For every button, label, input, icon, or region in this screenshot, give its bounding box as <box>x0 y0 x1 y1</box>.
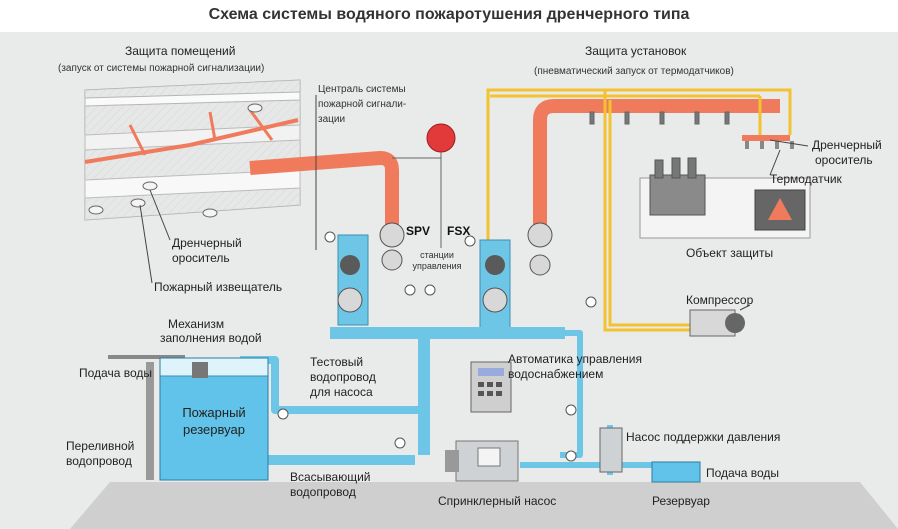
sprinkler-pump-label: Спринклерный насос <box>438 494 557 508</box>
alarm-central-label-2: пожарной сигнали- <box>318 99 407 110</box>
suction-label-2: водопровод <box>290 485 356 499</box>
test-label-3: для насоса <box>310 385 373 399</box>
thermo-label: Термодатчик <box>770 172 842 186</box>
overflow-label-1: Переливной <box>66 439 135 453</box>
automation-label-1: Автоматика управления <box>508 352 642 366</box>
smoke-detector <box>130 198 146 208</box>
room-branch-pipe <box>84 143 191 164</box>
installations-subtitle: (пневматический запуск от термодатчиков) <box>534 66 734 77</box>
diagram-title: Схема системы водяного пожаротушения дре… <box>208 6 690 23</box>
pressure-pump-label: Насос поддержки давления <box>626 430 781 444</box>
red-pipe-rooms <box>249 151 399 235</box>
protected-room <box>84 79 301 221</box>
drencher-left-label-1: Дренчерный <box>172 236 242 250</box>
protected-object <box>639 157 811 239</box>
fill-label-2: заполнения водой <box>160 331 262 345</box>
automation-label-2: водоснабжением <box>508 367 604 381</box>
ground-floor <box>70 482 898 529</box>
detector-label: Пожарный извещатель <box>154 280 283 294</box>
alarm-central-label-3: зации <box>318 114 346 125</box>
pressure-pump <box>599 427 623 473</box>
reservoir-label: Резервуар <box>652 494 710 508</box>
rooms-title: Защита помещений <box>125 44 236 58</box>
valve-station-fsx <box>479 222 553 331</box>
test-label-1: Тестовый <box>310 355 364 369</box>
pneumatic-lines <box>486 88 792 332</box>
drencher-right-label-2: ороситель <box>815 153 873 167</box>
spv-label: SPV <box>406 224 431 238</box>
compressor <box>689 309 745 337</box>
valve-station-spv <box>337 222 405 326</box>
small-reservoir <box>651 461 701 483</box>
object-label: Объект защиты <box>686 246 774 260</box>
alarm-central-label-1: Централь системы <box>318 84 406 95</box>
water-in-left-label: Подача воды <box>79 366 152 380</box>
installations-title: Защита установок <box>585 44 687 58</box>
tank-label-1: Пожарный <box>182 405 246 420</box>
fill-label-1: Механизм <box>168 317 225 331</box>
stations-label-2: управления <box>412 261 462 271</box>
red-pipe-installations <box>533 99 780 232</box>
drencher-right-label-1: Дренчерный <box>812 138 882 152</box>
fsx-label: FSX <box>447 224 471 238</box>
compressor-label: Компрессор <box>686 293 754 307</box>
drencher-left-label-2: ороситель <box>172 251 230 265</box>
suction-label-1: Всасывающий <box>290 470 371 484</box>
overflow-label-2: водопровод <box>66 454 132 468</box>
sprinkler-pump <box>445 440 519 482</box>
drencher-nozzle <box>88 205 104 215</box>
rooms-subtitle: (запуск от системы пожарной сигнализации… <box>58 63 265 74</box>
stations-label-1: станции <box>420 250 454 260</box>
tank-label-2: резервуар <box>183 422 245 437</box>
water-in-right-label: Подача воды <box>706 466 779 480</box>
test-label-2: водопровод <box>310 370 376 384</box>
alarm-bell <box>426 123 456 153</box>
fire-tank <box>159 357 269 481</box>
